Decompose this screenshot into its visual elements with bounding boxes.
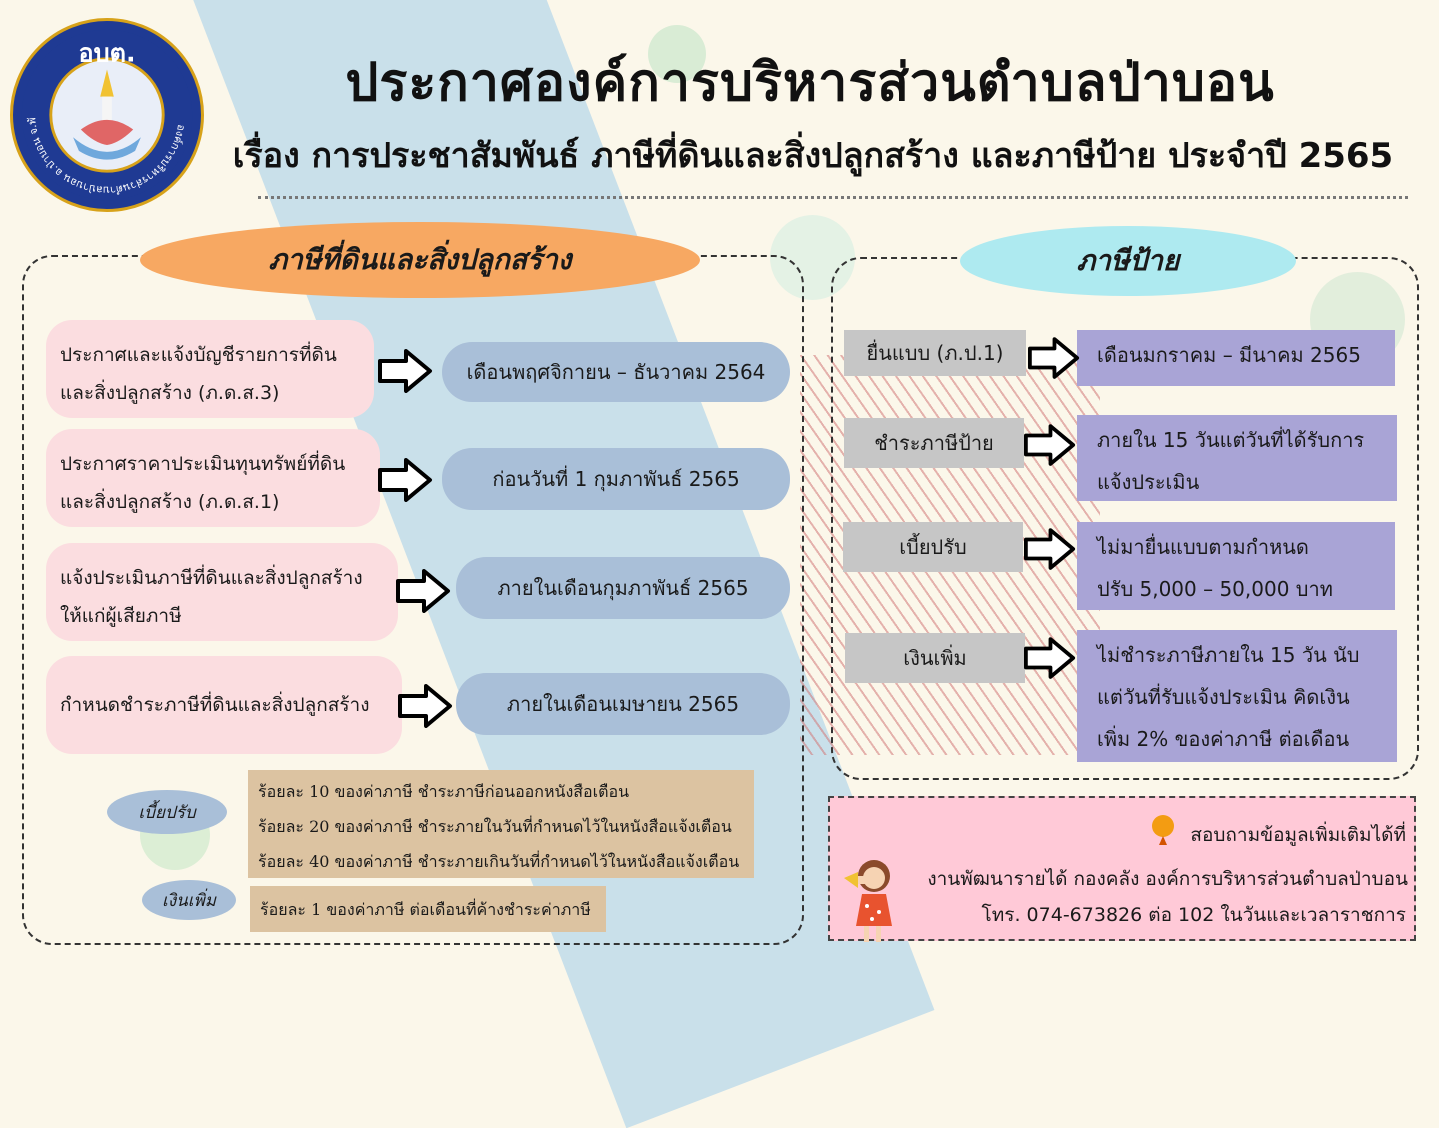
pushpin-icon	[1152, 815, 1174, 845]
surcharge-label: เงินเพิ่ม	[142, 880, 236, 920]
sign-tax-heading: ภาษีป้าย	[960, 226, 1296, 296]
contact-box: สอบถามข้อมูลเพิ่มเติมได้ที่ งานพัฒนารายไ…	[828, 796, 1416, 941]
emblem-icon: อบต. องค์การบริหารส่วนตำบลป่าบอน อ.ป่าบอ…	[13, 21, 193, 201]
land-step-period: ก่อนวันที่ 1 กุมภาพันธ์ 2565	[442, 448, 790, 510]
land-step-label: แจ้งประเมินภาษีที่ดินและสิ่งปลูกสร้าง ให…	[46, 543, 398, 641]
penalty-item: ร้อยละ 40 ของค่าภาษี ชำระภายเกินวันที่กำ…	[258, 852, 740, 871]
right-arrow-icon	[378, 349, 432, 393]
organization-logo: อบต. องค์การบริหารส่วนตำบลป่าบอน อ.ป่าบอ…	[10, 18, 204, 212]
page-subtitle: เรื่อง การประชาสัมพันธ์ ภาษีที่ดินและสิ่…	[232, 136, 1394, 176]
decor-circle	[648, 25, 706, 83]
land-step-period: เดือนพฤศจิกายน – ธันวาคม 2564	[442, 342, 790, 402]
right-arrow-icon	[1024, 424, 1076, 466]
penalty-item: ร้อยละ 20 ของค่าภาษี ชำระภายในวันที่กำหน…	[258, 817, 732, 836]
sign-row-detail: ภายใน 15 วันแต่วันที่ได้รับการ แจ้งประเม…	[1077, 415, 1397, 501]
page-title: ประกาศองค์การบริหารส่วนตำบลป่าบอน	[345, 53, 1275, 113]
contact-line-3: โทร. 074-673826 ต่อ 102 ในวันและเวลาราชก…	[981, 904, 1406, 926]
sign-row-label: ยื่นแบบ (ภ.ป.1)	[844, 330, 1026, 376]
penalty-label: เบี้ยปรับ	[107, 790, 227, 834]
sign-row-label: เบี้ยปรับ	[843, 522, 1023, 572]
right-arrow-icon	[396, 569, 450, 613]
land-step-period: ภายในเดือนกุมภาพันธ์ 2565	[456, 557, 790, 619]
sign-row-label: ชำระภาษีป้าย	[844, 418, 1024, 468]
right-arrow-icon	[378, 458, 432, 502]
right-arrow-icon	[398, 684, 452, 728]
sign-row-detail: ไม่มายื่นแบบตามกำหนด ปรับ 5,000 – 50,000…	[1077, 522, 1395, 610]
land-step-label: ประกาศราคาประเมินทุนทรัพย์ที่ดิน และสิ่ง…	[46, 429, 380, 527]
logo-top-text: อบต.	[78, 39, 135, 68]
sign-row-label: เงินเพิ่ม	[845, 633, 1025, 683]
land-tax-heading: ภาษีที่ดินและสิ่งปลูกสร้าง	[140, 222, 700, 298]
girl-megaphone-icon	[844, 860, 892, 942]
penalty-list: ร้อยละ 10 ของค่าภาษี ชำระภาษีก่อนออกหนัง…	[248, 770, 754, 878]
land-step-period: ภายในเดือนเมษายน 2565	[456, 673, 790, 735]
sign-row-detail: เดือนมกราคม – มีนาคม 2565	[1077, 330, 1395, 386]
right-arrow-icon	[1024, 637, 1076, 679]
right-arrow-icon	[1024, 528, 1076, 570]
right-arrow-icon	[1028, 337, 1080, 379]
contact-line-1: สอบถามข้อมูลเพิ่มเติมได้ที่	[1190, 824, 1406, 846]
header-divider	[258, 196, 1408, 199]
penalty-item: ร้อยละ 10 ของค่าภาษี ชำระภาษีก่อนออกหนัง…	[258, 782, 630, 801]
land-step-label: กำหนดชำระภาษีที่ดินและสิ่งปลูกสร้าง	[46, 656, 402, 754]
surcharge-item: ร้อยละ 1 ของค่าภาษี ต่อเดือนที่ค้างชำระค…	[250, 886, 606, 932]
contact-line-2: งานพัฒนารายได้ กองคลัง องค์การบริหารส่วน…	[927, 868, 1408, 890]
land-step-label: ประกาศและแจ้งบัญชีรายการที่ดิน และสิ่งปล…	[46, 320, 374, 418]
sign-row-detail: ไม่ชำระภาษีภายใน 15 วัน นับ แต่วันที่รับ…	[1077, 630, 1397, 762]
